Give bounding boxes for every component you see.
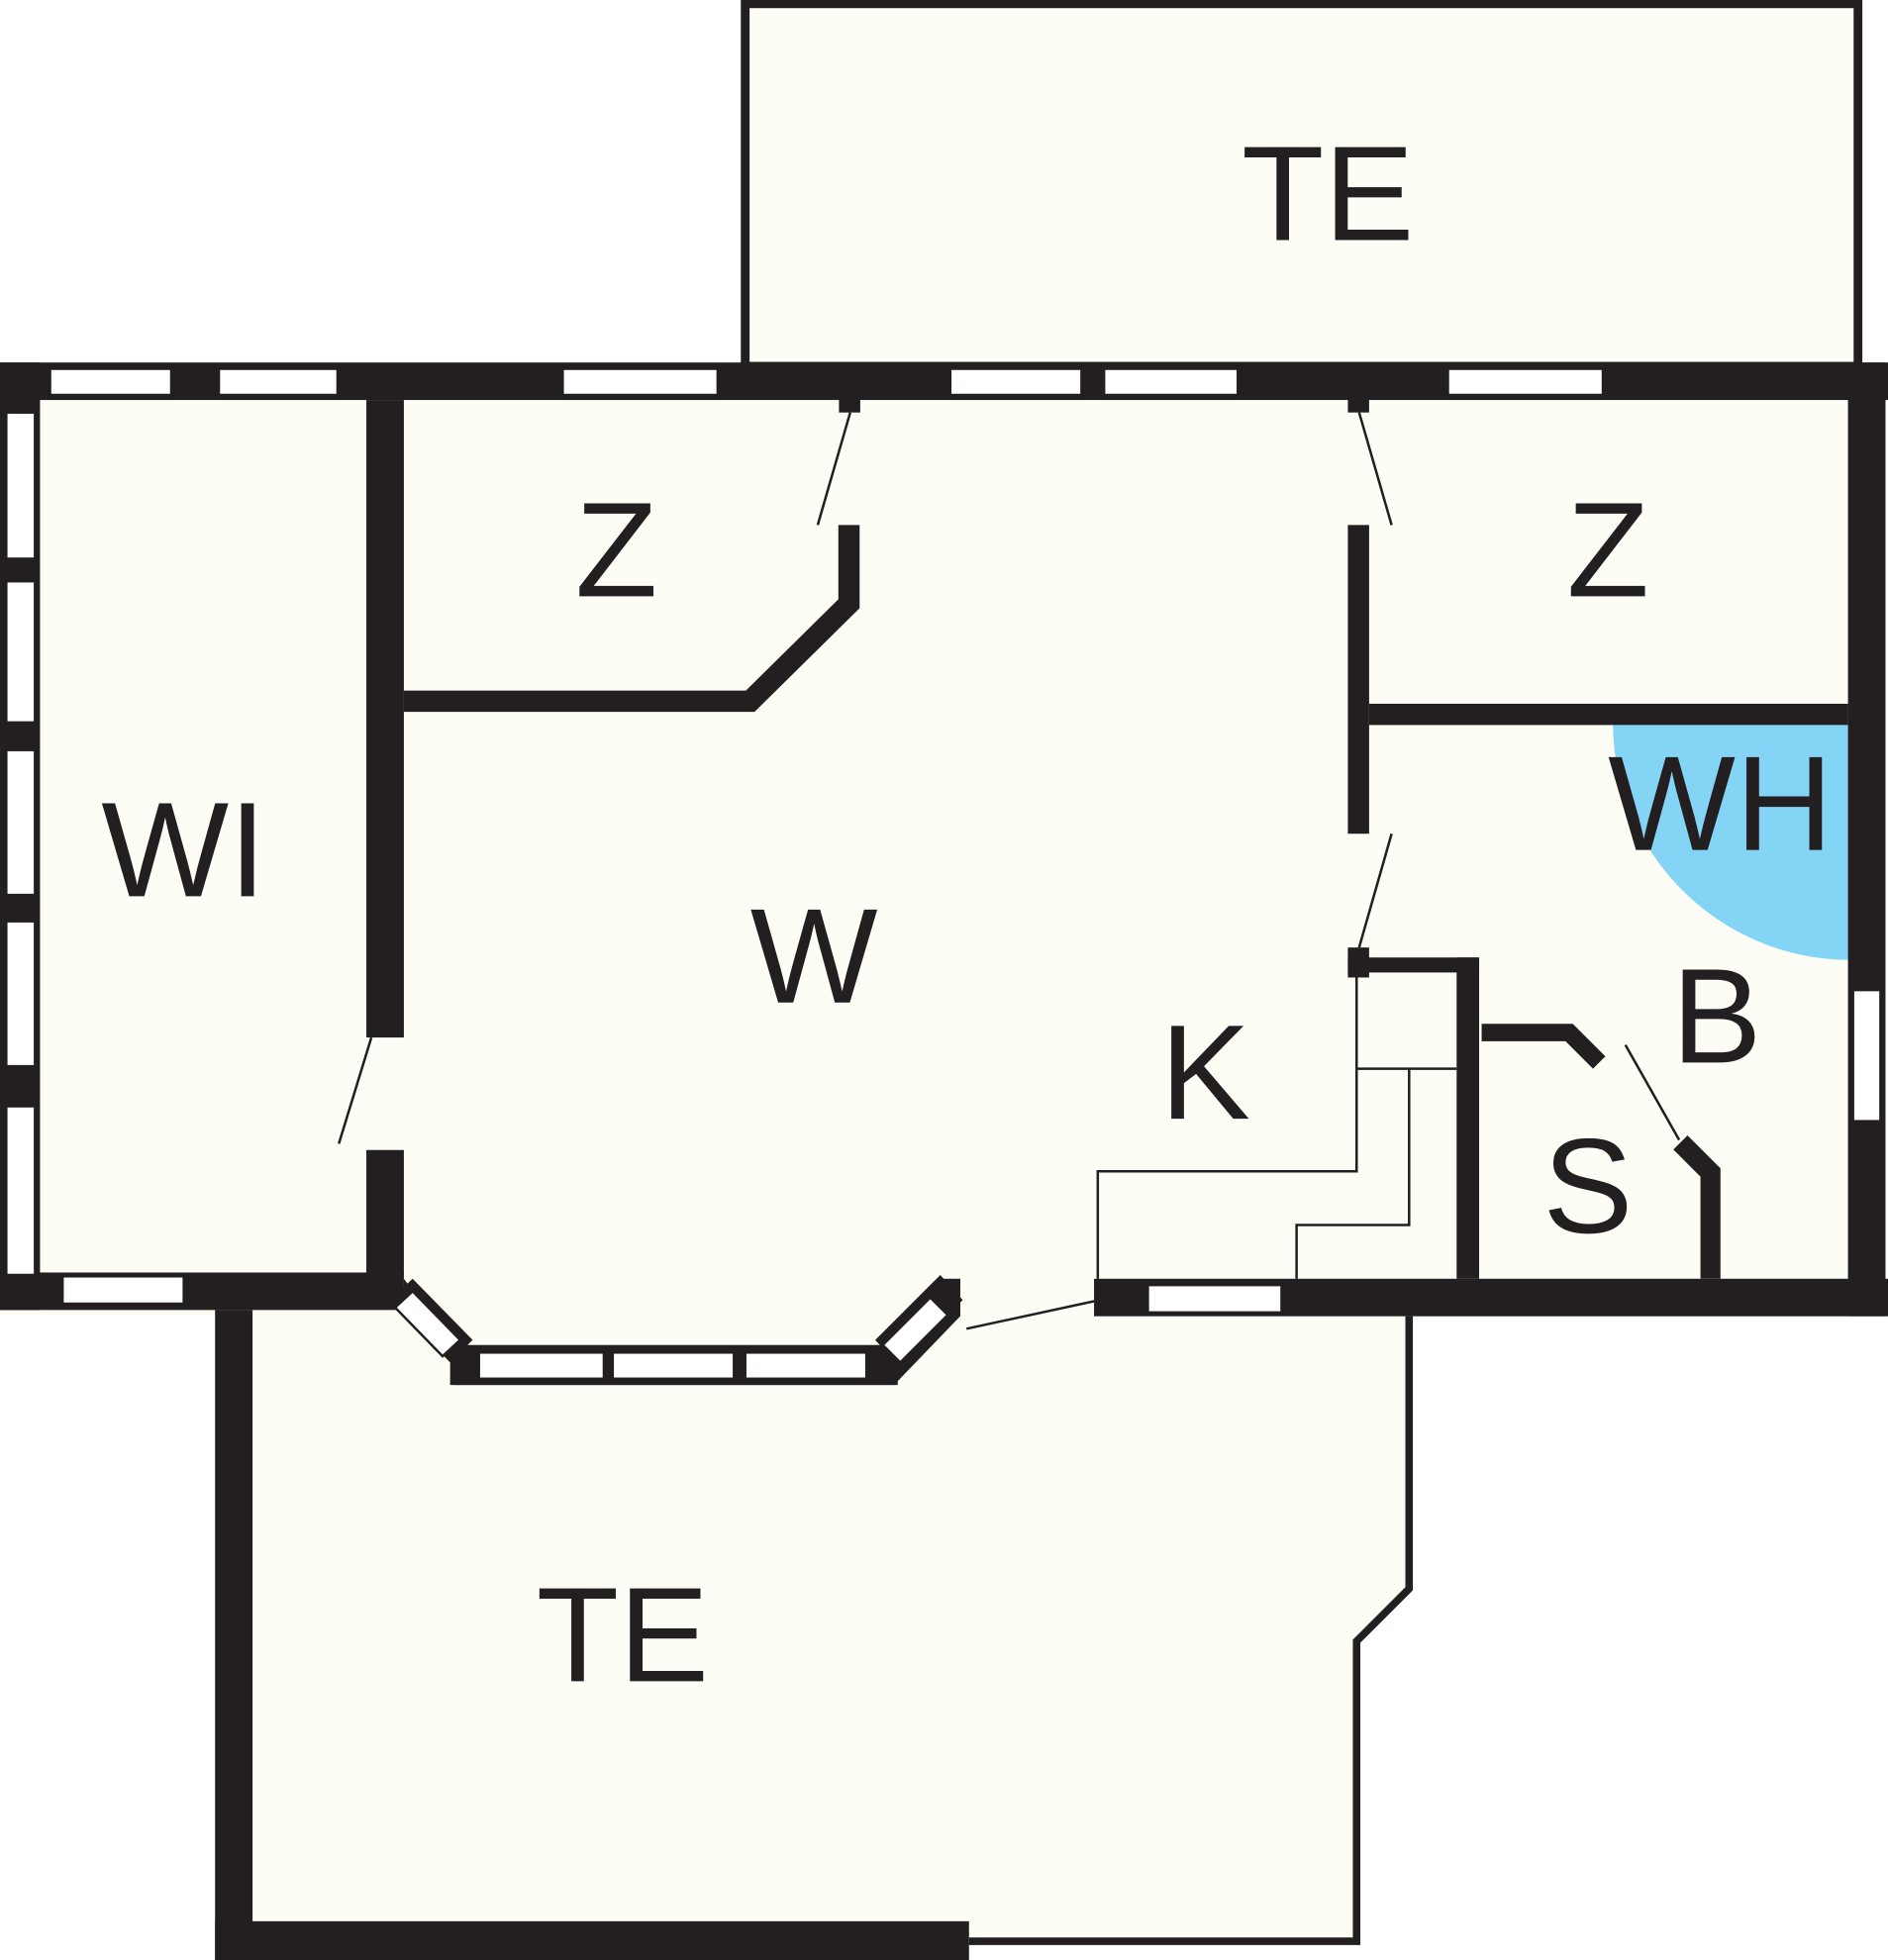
door-swings bbox=[338, 412, 1681, 1330]
room-label-z-left: Z bbox=[575, 474, 657, 625]
windows bbox=[5, 367, 1882, 1315]
room-label-b: B bbox=[1671, 940, 1761, 1091]
house-floor bbox=[0, 362, 1886, 1316]
room-label-k: K bbox=[1160, 997, 1250, 1147]
bay-window bbox=[390, 1275, 963, 1386]
wh-highlight bbox=[1613, 725, 1848, 960]
room-label-w: W bbox=[750, 881, 878, 1031]
kitchen-counter bbox=[1096, 974, 1457, 1279]
room-label-s: S bbox=[1542, 1111, 1633, 1261]
room-label-wi: WI bbox=[101, 774, 266, 925]
room-label-z-right: Z bbox=[1566, 474, 1648, 625]
room-label-wh: WH bbox=[1608, 729, 1833, 879]
terrace-top-floor bbox=[745, 3, 1858, 366]
interior-walls bbox=[366, 397, 1848, 1279]
room-label-terrace-bottom: TE bbox=[537, 1559, 709, 1710]
terrace-bottom-floor bbox=[215, 1310, 1410, 1960]
room-label-terrace-top: TE bbox=[1242, 118, 1414, 268]
terrace-bottom-outline bbox=[968, 1316, 1414, 1945]
